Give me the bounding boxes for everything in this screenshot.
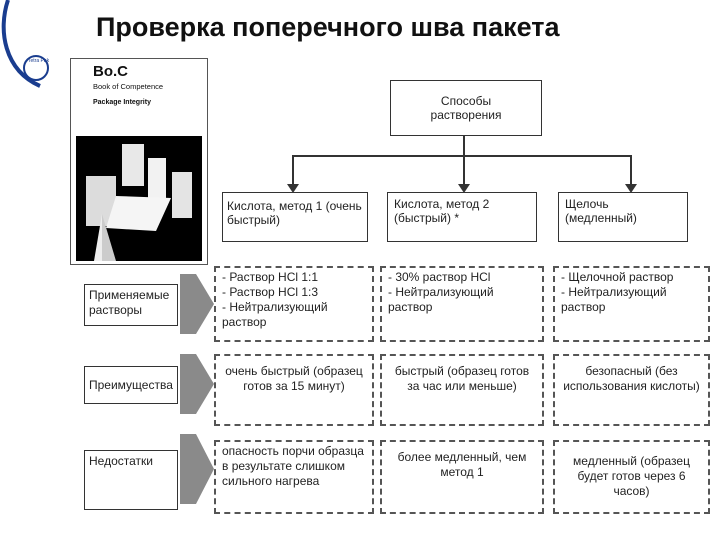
packages-illustration: [86, 144, 192, 261]
cell-advantages-3: безопасный (без использования кислоты): [553, 354, 710, 426]
connector-right-down: [630, 155, 632, 185]
root-label: Способы растворения: [430, 94, 502, 122]
cell-solutions-3: - Щелочной раствор - Нейтрализующий раст…: [553, 266, 710, 342]
book-title: Bo.C: [93, 63, 128, 80]
arrow-row-1: [180, 274, 214, 334]
connector-root-down: [463, 136, 465, 156]
book-topic: Package Integrity: [93, 99, 151, 106]
method-label-1: Кислота, метод 1 (очень быстрый): [227, 199, 362, 227]
cell-disadvantages-1: опасность порчи образца в результате сли…: [214, 440, 374, 514]
packages-photo: [76, 136, 202, 261]
book-subtitle: Book of Competence: [93, 82, 164, 91]
cell-disadvantages-2: более медленный, чем метод 1: [380, 440, 544, 514]
logo: Tetra Pak: [0, 0, 60, 90]
row-label-solutions: Применяемые растворы: [84, 284, 178, 326]
arrow-row-2: [180, 354, 214, 414]
row-label-disadvantages: Недостатки: [84, 450, 178, 510]
method-label-2: Кислота, метод 2 (быстрый) *: [394, 197, 490, 225]
connector-mid-down: [463, 155, 465, 185]
row-arrows: [180, 274, 214, 504]
cell-solutions-1: - Раствор HCl 1:1 - Раствор HCl 1:3 - Не…: [214, 266, 374, 342]
page-title: Проверка поперечного шва пакета: [96, 12, 560, 42]
cell-solutions-2: - 30% раствор HCl - Нейтрализующий раств…: [380, 266, 544, 342]
cell-advantages-2: быстрый (образец готов за час или меньше…: [380, 354, 544, 426]
logo-swirl-icon: [1, 0, 49, 88]
logo-text: Tetra Pak: [28, 58, 50, 64]
cell-disadvantages-3: медленный (образец будет готов через 6 ч…: [553, 440, 710, 514]
cell-advantages-1: очень быстрый (образец готов за 15 минут…: [214, 354, 374, 426]
method-box-1: Кислота, метод 1 (очень быстрый): [222, 192, 368, 242]
connector-left-down: [292, 155, 294, 185]
book-cover: Bo.C Book of Competence Package Integrit…: [70, 58, 208, 265]
connector-horizontal: [292, 155, 632, 157]
root-box: Способы растворения: [390, 80, 542, 136]
method-box-3: Щелочь (медленный): [558, 192, 688, 242]
method-label-3: Щелочь (медленный): [565, 197, 637, 225]
method-box-2: Кислота, метод 2 (быстрый) *: [387, 192, 537, 242]
arrow-row-3: [180, 434, 214, 504]
row-label-advantages: Преимущества: [84, 366, 178, 404]
